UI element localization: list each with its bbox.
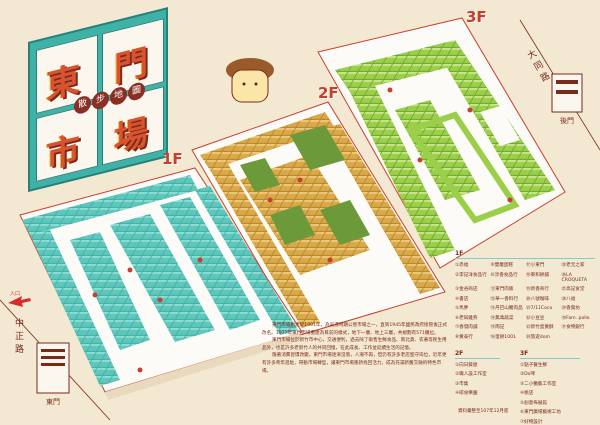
legend-item: ③金谷商店 <box>455 287 478 292</box>
title-char: 場 <box>114 112 148 161</box>
legend-item: ㉑7/11Coco <box>526 306 553 311</box>
description-paragraph: 隨著消費習慣改變，東門市場逐漸沒落，人潮不再，但仍有許多老店堅守崗位，近年更有許… <box>262 353 447 374</box>
legend-item: ㉒小豆豆 <box>526 315 545 321</box>
legend-heading-3f: 3F <box>520 350 580 359</box>
floor-label-3f: 3F <box>466 8 487 26</box>
legend-item: ㉚Fam. pollo <box>561 315 590 321</box>
legend-item: ⑬丹巴山豬肉品 <box>490 306 523 311</box>
legend-item: ⑦好物設計 <box>520 419 543 425</box>
legend-item: ②Do啤 <box>520 372 536 377</box>
back-gate-label: 後門 <box>560 117 574 125</box>
legend-item: ㉗高記食堂 <box>561 287 585 292</box>
legend-heading-1f: 1F <box>455 250 595 259</box>
floor-1f <box>19 167 303 400</box>
legend-item: ⑦春發肉舖 <box>455 325 478 330</box>
floor-3f <box>317 17 566 269</box>
legend-item: ㉘八福 <box>561 296 576 302</box>
floor-label-1f: 1F <box>162 150 183 168</box>
legend-item: ⑭無毒蔬菜 <box>490 315 514 321</box>
legend-list-2f: ①向日葵屋 ②職人設工作室 ③市集 ④碳食樂園 <box>455 362 500 397</box>
legend-item: ①赤福 <box>455 263 469 268</box>
road-label-zhongzheng: 中正路 <box>13 318 23 357</box>
legend-item: ㉕老元之家 <box>561 263 585 268</box>
legend-item: ④桃店 <box>520 391 534 396</box>
main-gate-label: 東門 <box>46 398 60 406</box>
legend-item: ⑧黃泰行 <box>455 334 473 340</box>
description-text: 東門市場創建於1901年，為吳濤時期公營市場之一，直到1945年國民政府接管後正… <box>262 322 448 375</box>
legend-item: ⑨雙層蛋糕 <box>490 263 514 268</box>
legend-item: ㉖LA CROQUETA <box>561 272 588 283</box>
legend-item: ④書店 <box>455 296 469 302</box>
legend-item: ③市集 <box>455 381 469 387</box>
legend-item: ⑲新香商行 <box>526 287 549 292</box>
legend-heading-2f: 2F <box>455 350 500 359</box>
legend-item: ㉓新竹蛋黃酥 <box>526 325 554 330</box>
description-paragraph: 東門市場創建於1901年，為吳濤時期公營市場之一，直到1945年國民政府接管後正… <box>262 323 447 336</box>
legend-item: ③二小攤藝工作室 <box>520 381 557 387</box>
title-char: 市 <box>46 129 80 178</box>
legend-item: ⑫華一香料行 <box>490 296 519 302</box>
legend-list-3f: ①點子餐生鮮 ②Do啤 ③二小攤藝工作室 ④桃店 ⑤創意佈展館 ⑥東門廣場藝術工坊 ⑦好物設… <box>520 362 580 425</box>
legend-item: ②李記洋食品行 <box>455 272 487 278</box>
shoppers-illustration <box>92 87 513 373</box>
title-char: 東 <box>46 59 80 108</box>
floor-label-2f: 2F <box>318 84 339 102</box>
legend-item: ①點子餐生鮮 <box>520 362 548 368</box>
entrance-label: 入口 <box>10 291 21 297</box>
floor-2f <box>191 101 446 336</box>
credit-note: 資料彙整至107年12月底 <box>458 409 509 414</box>
legend-item: ⑥老知雞燕 <box>455 315 478 321</box>
legend-item: ⑥東門廣場藝術工坊 <box>520 410 561 415</box>
legend-item: ⑪東門肉販 <box>490 287 514 292</box>
mascot-illustration <box>226 58 274 103</box>
description-paragraph: 東門市場位於新竹市中心，交通便利，過去除了販售生鮮食品、南北貨、衣著等民生用品外… <box>262 338 447 351</box>
legend-item: ㉛食物銀行 <box>561 325 585 330</box>
entrance-arrow-icon <box>8 296 31 307</box>
legend-item: ④碳食樂園 <box>455 391 478 396</box>
back-gate-building <box>551 73 583 113</box>
legend-item: ⑩淳香食品行 <box>490 272 518 278</box>
main-gate-building <box>36 342 70 394</box>
legend-item: ⑱東和餅鋪 <box>526 272 549 278</box>
legend-item: ①向日葵屋 <box>455 362 478 368</box>
legend-item: ⑤馬胖 <box>455 306 469 311</box>
legend-item: ⑰小東門 <box>526 263 545 268</box>
legend-item: ⑮雨記 <box>490 325 505 330</box>
legend-item: ⑳八號咖啡 <box>526 296 549 302</box>
title-char: 門 <box>114 42 148 91</box>
legend-item: ⑯蛋餅1001 <box>490 334 516 340</box>
legend-item: ㉔旅遊dom <box>526 334 550 340</box>
legend-item: ⑤創意佈展館 <box>520 400 548 406</box>
legend-item: ②職人設工作室 <box>455 372 487 377</box>
legend-item: ㉙香葉坊 <box>561 306 580 311</box>
legend-empty <box>562 334 596 340</box>
